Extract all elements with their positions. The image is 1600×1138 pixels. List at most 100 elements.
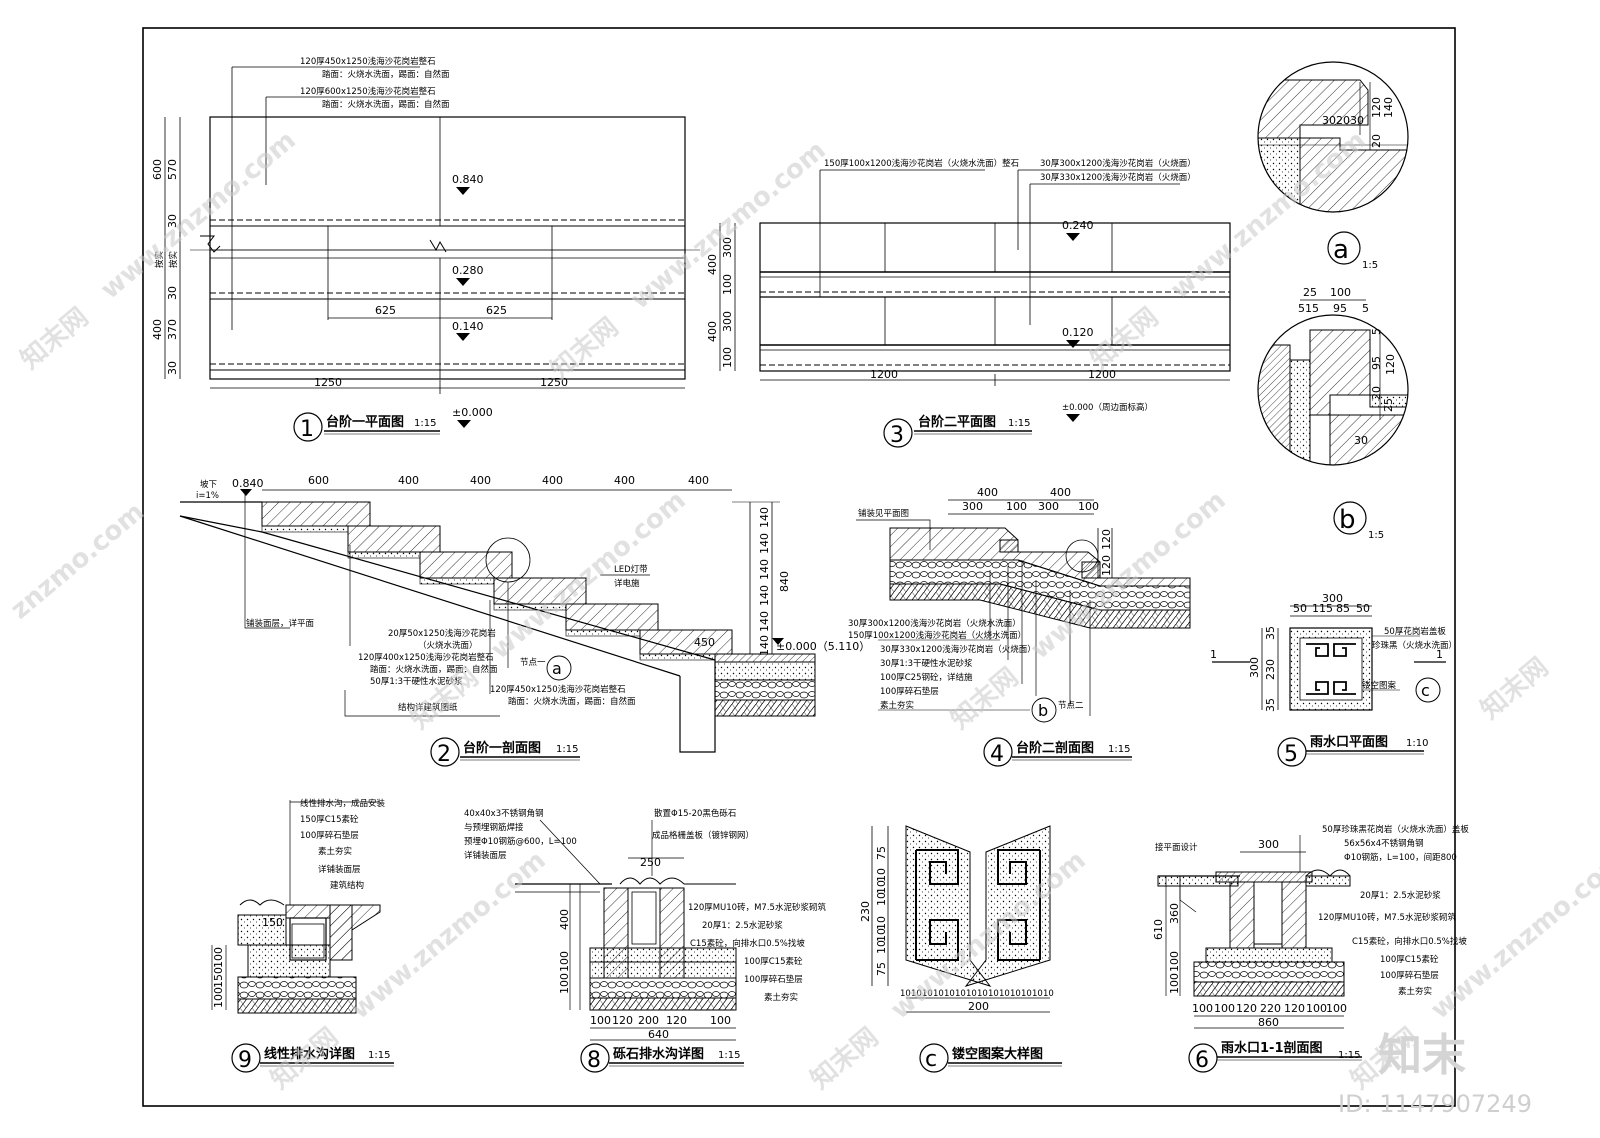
section4-note-3: 30厚330x1200浅海沙花岗岩（火烧面） (880, 644, 1036, 655)
drain9-dim-100b: 100 (212, 987, 225, 1008)
watermark-brand-6: 知末网 (1475, 652, 1554, 725)
drain8-number: 8 (587, 1048, 601, 1073)
drain-6-drawing (1157, 835, 1351, 1029)
section-2-labels: 600 400 400 400 400 400 140 140 140 140 … (196, 474, 870, 767)
section4-dim-sub-1: 300 (962, 500, 983, 513)
detailB-dim-20: 20 (1370, 386, 1383, 400)
drain8-note-8: 20厚1：2.5水泥砂浆 (702, 920, 783, 931)
patternC-dim-b1: 10 (900, 989, 911, 999)
plan1-dim-mid-1: 625 (375, 304, 396, 317)
plan1-dim-left-600: 600 (151, 159, 164, 180)
drain6-note-5: 20厚1：2.5水泥砂浆 (1360, 890, 1441, 901)
drain6-note-4: Φ10钢筋，L=100，间距800 (1344, 852, 1457, 863)
detailA-scale: 1:5 (1362, 260, 1378, 271)
drain8-note-1: 40x40x3不锈钢角钢 (464, 808, 544, 819)
section2-note-1: 铺装面层，详平面 (246, 618, 315, 629)
section2-led-ref: 详电施 (614, 578, 640, 589)
plan1-dim-left-570: 570 (166, 159, 179, 180)
section2-note-7: 结构详建筑图纸 (398, 702, 458, 713)
drain8-dim-b4: 120 (666, 1014, 687, 1027)
drain9-title: 线性排水沟详图 (264, 1046, 355, 1062)
pattern-c-drawing (871, 825, 1051, 1013)
plan1-side-label-2: 按实 (154, 251, 165, 268)
section4-node-ref: b (1038, 701, 1048, 720)
detail-a-labels: 120 140 30 20 30 20 a 1:5 (1322, 97, 1395, 271)
drain5-cut-right: 1 (1436, 648, 1443, 661)
detailB-dim-25: 25 (1303, 286, 1317, 299)
watermark-brand-2: 知末网 (545, 312, 624, 385)
drain5-dim-top: 300 (1322, 592, 1343, 605)
drain9-note-5: 详铺装面层 (318, 864, 361, 875)
section2-dim-r1: 140 (758, 507, 771, 528)
watermark-site-1: www.znzmo.com (95, 125, 301, 305)
plan-1-drawing (164, 66, 700, 428)
section4-note-2: 150厚100x1200浅海沙花岗岩（火烧水洗面） (848, 630, 1026, 641)
section4-top-note: 铺装见平面图 (858, 508, 909, 519)
section2-slope-label: 坡下 (200, 479, 218, 490)
drain6-note-3: 56x56x4不锈钢角钢 (1344, 838, 1424, 849)
section4-dim-top-1: 400 (977, 486, 998, 499)
patternC-dim-230: 230 (859, 901, 872, 922)
drain8-dim-left-100a: 100 (558, 951, 571, 972)
patternC-dim-b12: 10 (1021, 989, 1032, 999)
watermark-site-7: www.znzmo.com (345, 845, 551, 1025)
section4-note-7: 素土夯实 (880, 700, 914, 711)
section2-dim-r6: 140 (758, 635, 771, 656)
drain6-note-10: 素土夯实 (1398, 986, 1432, 997)
plan1-dim-left-30c: 30 (166, 361, 179, 375)
watermark-brand-8: 知末网 (805, 1022, 884, 1095)
plan1-scale: 1:15 (414, 418, 436, 429)
plan3-note-2: 30厚300x1200浅海沙花岗岩（火烧面） (1040, 158, 1196, 169)
detailA-dim-120: 120 (1370, 97, 1383, 118)
watermark-layer: 知末网 www.znzmo.com 知末网 www.znzmo.com 知末网 … (5, 125, 1600, 1118)
section4-dim-sub-3: 300 (1038, 500, 1059, 513)
drain8-title: 砾石排水沟详图 (613, 1046, 704, 1062)
section4-dim-sub-2: 100 (1006, 500, 1027, 513)
detailB-dim-120: 120 (1384, 354, 1397, 375)
patternC-dim-b4: 10 (933, 989, 944, 999)
detailA-dim-30a: 30 (1322, 114, 1336, 127)
drain8-note-5: 散置Φ15-20黑色砾石 (654, 808, 736, 819)
plan1-dim-left-30: 30 (166, 214, 179, 228)
section4-title: 台阶二剖面图 (1016, 740, 1094, 756)
patternC-dim-l4: 10 (875, 892, 888, 906)
drain-9-drawing (211, 800, 381, 1014)
patternC-dim-b13: 10 (1032, 989, 1043, 999)
plan1-title: 台阶一平面图 (326, 414, 404, 430)
drain5-dim-sub-1: 50 (1293, 602, 1307, 615)
section2-level-bottom: ±0.000（5.110） (776, 640, 870, 653)
drain5-note-2: 珍珠黑（火烧水洗面） (1372, 640, 1457, 651)
drain9-note-3: 100厚碎石垫层 (300, 830, 359, 841)
drain6-note-8: 100厚C15素砼 (1380, 954, 1439, 965)
plan3-dim-left-400: 400 (706, 254, 719, 275)
patternC-dim-b10: 10 (999, 989, 1010, 999)
drain9-note-6: 建筑结构 (330, 880, 364, 891)
plan3-title-block: 3 台阶二平面图 1:15 (883, 414, 1032, 448)
section4-dim-sub-4: 100 (1078, 500, 1099, 513)
plan1-title-block: 1 台阶一平面图 1:15 (293, 412, 440, 442)
drain6-dim-b1: 100 (1192, 1002, 1213, 1015)
drain6-dim-610: 610 (1152, 919, 1165, 940)
section2-note-5: 踏面：火烧水洗面，踢面：自然面 (370, 664, 498, 675)
detail-b-labels: 25 100 5 15 95 5 5 95 120 20 25 30 b 1:5 (1298, 286, 1397, 541)
patternC-dim-b7: 10 (966, 989, 977, 999)
patternC-dim-b2: 10 (911, 989, 922, 999)
drain8-note-12: 素土夯实 (764, 992, 798, 1003)
plan1-dim-left-370: 370 (166, 319, 179, 340)
section2-level-top: 0.840 (232, 477, 264, 490)
patternC-dim-b5: 10 (944, 989, 955, 999)
plan-3-drawing (719, 169, 1231, 422)
plan-3-labels: 150厚100x1200浅海沙花岗岩（火烧水洗面）整石 30厚300x1200浅… (706, 158, 1196, 448)
drain6-title: 雨水口1-1剖面图 (1221, 1040, 1323, 1056)
section4-note-4: 30厚1:3干硬性水泥砂浆 (880, 658, 973, 669)
patternC-dim-b6: 10 (955, 989, 966, 999)
section4-note-6: 100厚碎石垫层 (880, 686, 939, 697)
drain8-scale: 1:15 (718, 1050, 740, 1061)
section2-note-9: 踏面：火烧水洗面，踢面：自然面 (508, 696, 636, 707)
plan1-number: 1 (300, 417, 314, 442)
drain6-dim-b5: 120 (1284, 1002, 1305, 1015)
plan3-level-0120: 0.120 (1062, 326, 1094, 339)
drain6-note-2: 50厚珍珠黑花岗岩（火烧水洗面）盖板 (1322, 824, 1469, 835)
drain-8-labels: 40x40x3不锈钢角钢 与预埋钢筋焊接 预埋Φ10钢筋@600，L=100 详… (464, 808, 826, 1073)
section2-title-block: 2 台阶一剖面图 1:15 (430, 737, 580, 767)
